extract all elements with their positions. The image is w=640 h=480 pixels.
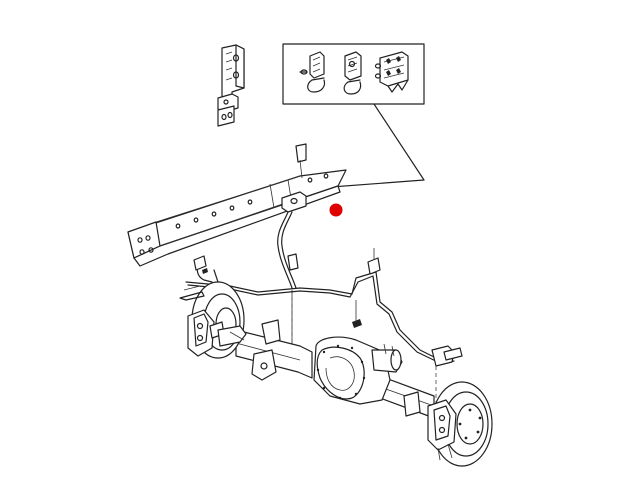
frame-rail [127, 169, 347, 267]
clip-one [299, 51, 326, 93]
left-brake-caliper [187, 309, 247, 357]
brake-line-clips-detail [282, 43, 425, 105]
mounting-bracket [217, 44, 245, 127]
clip-three [374, 51, 409, 93]
clip-two [343, 51, 362, 95]
differential-bolts [316, 344, 366, 400]
frame-holes [137, 173, 329, 255]
brake-hose [277, 211, 299, 346]
detail-leader [317, 103, 425, 189]
differential [313, 336, 403, 405]
frame-bracket [281, 143, 307, 213]
location-marker [329, 203, 343, 217]
right-brake-caliper [427, 399, 457, 461]
rear-axle-housing [235, 319, 435, 419]
right-hub-studs [458, 408, 482, 440]
